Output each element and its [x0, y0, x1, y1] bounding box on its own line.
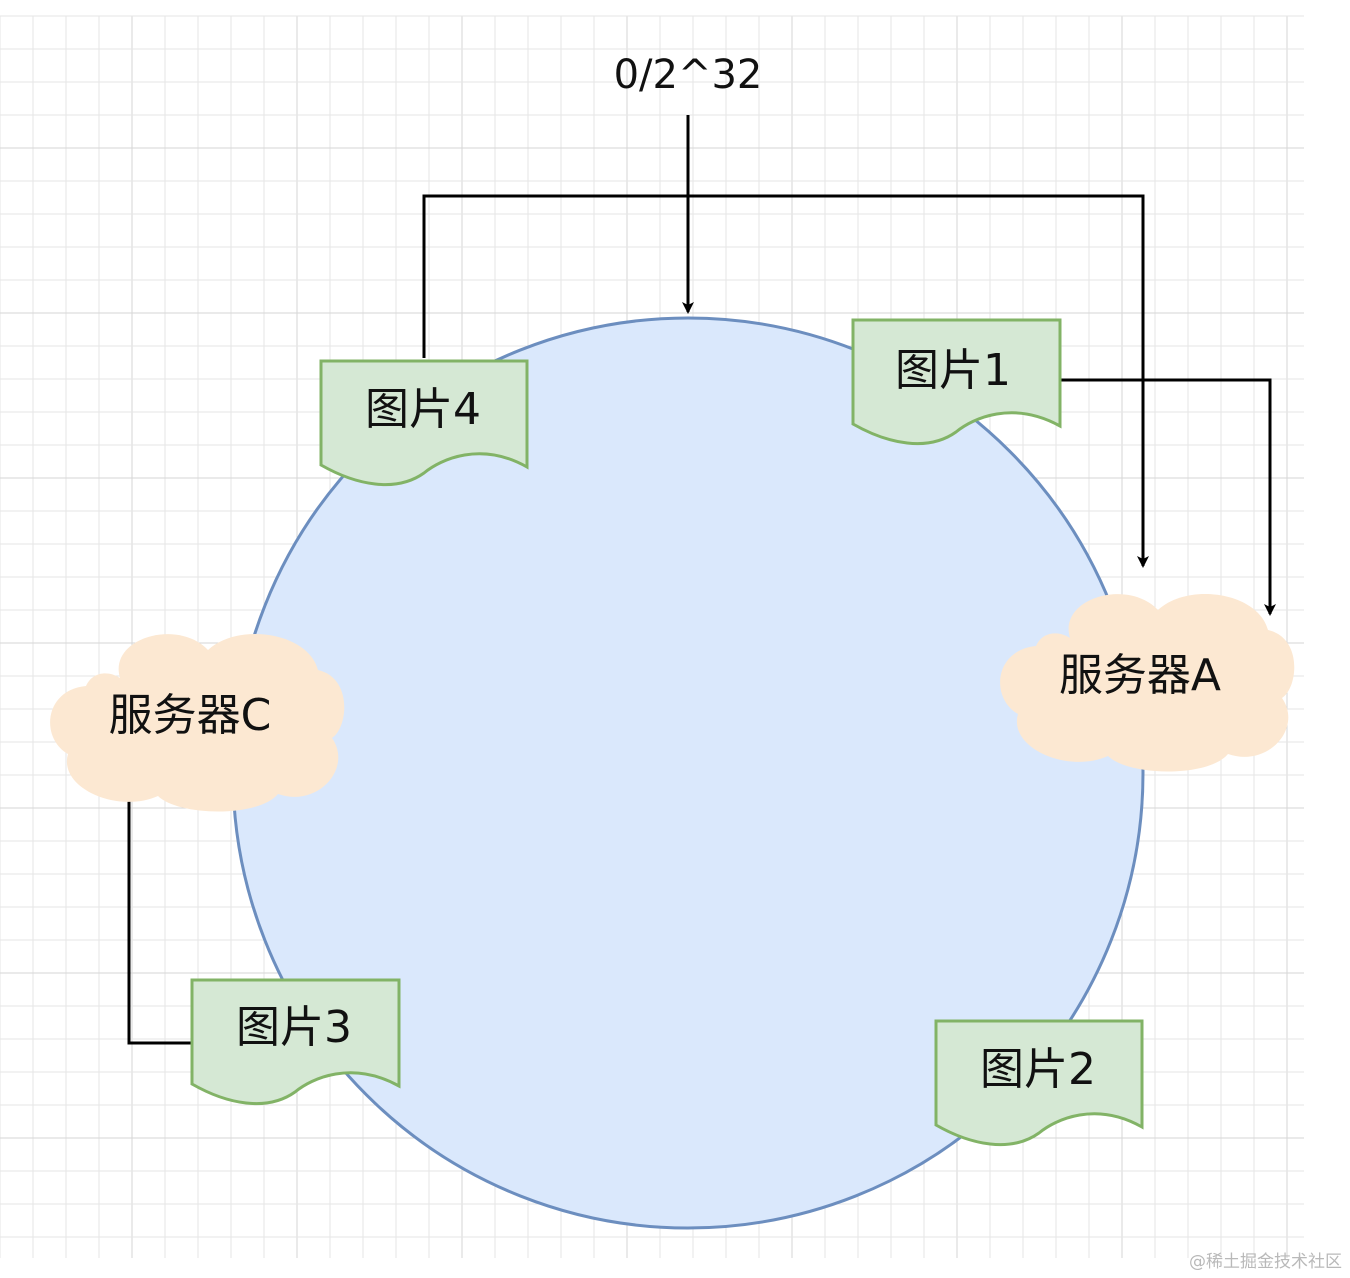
image-node-4: 图片4 [319, 359, 529, 486]
cloud-shape [1000, 593, 1295, 772]
document-shape [190, 978, 401, 1105]
connector-img1-to-server-a [1061, 378, 1276, 616]
server-node-c: 服务器C [50, 633, 345, 812]
document-shape [934, 1019, 1144, 1146]
server-label: 服务器C [109, 690, 272, 741]
document-shape [319, 359, 529, 486]
image-label: 图片2 [980, 1044, 1096, 1095]
server-label: 服务器A [1059, 650, 1221, 701]
image-label: 图片3 [236, 1002, 352, 1053]
watermark-text: @稀土掘金技术社区 [1189, 1252, 1342, 1272]
image-label: 图片4 [365, 384, 481, 435]
connector-img3-to-server-c [123, 782, 192, 1045]
ring-origin-label: 0/2^32 [614, 52, 763, 98]
server-node-a: 服务器A [1000, 593, 1295, 772]
image-node-3: 图片3 [190, 978, 401, 1105]
document-shape [851, 318, 1062, 445]
image-label: 图片1 [895, 345, 1011, 396]
image-node-2: 图片2 [934, 1019, 1144, 1146]
cloud-shape [50, 633, 345, 812]
image-node-1: 图片1 [851, 318, 1062, 445]
